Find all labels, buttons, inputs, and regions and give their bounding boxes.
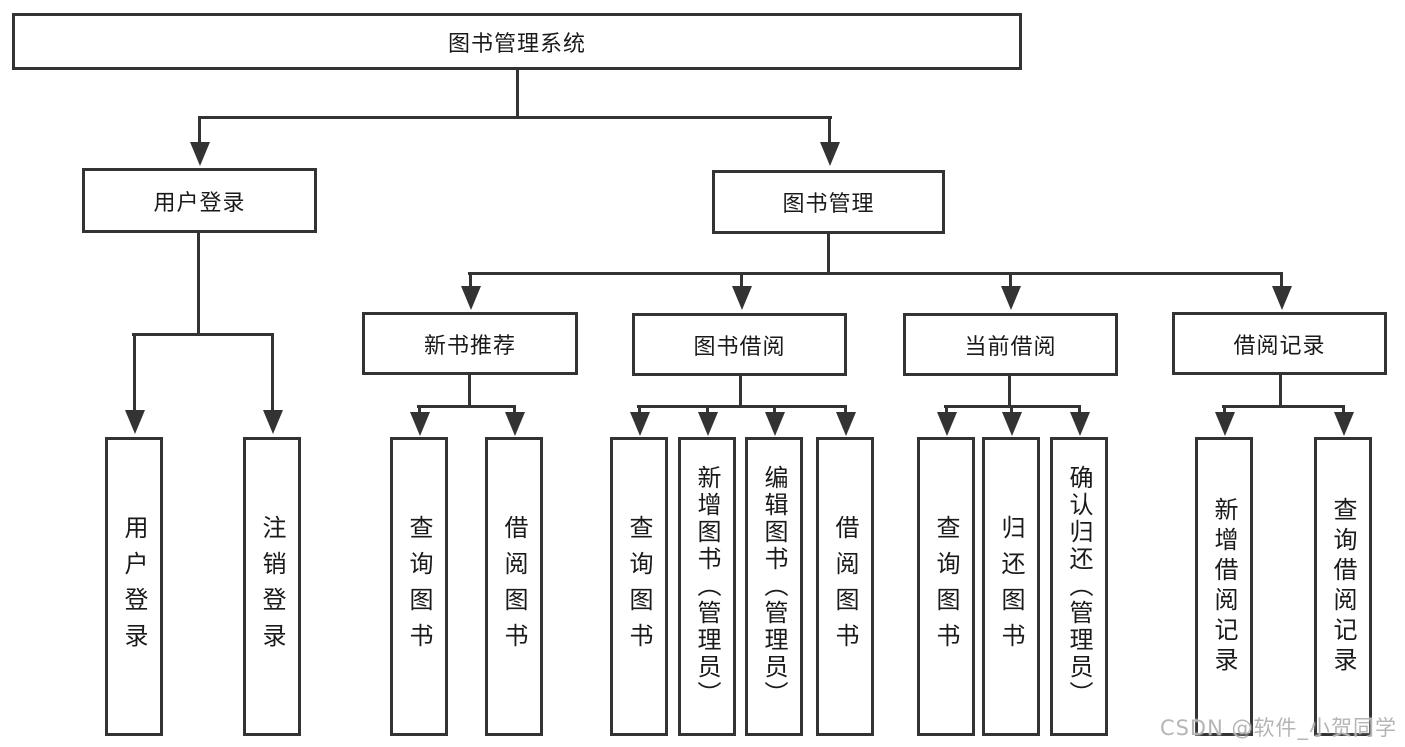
connector-user-login-drop xyxy=(197,231,200,335)
arrow-to-leaf-logout xyxy=(271,333,274,411)
node-new-book-recommend: 新书推荐 xyxy=(362,312,578,375)
leaf-query-books-3-label: 查询图书 xyxy=(932,514,960,659)
connector-book-borrow-drop xyxy=(739,374,742,408)
arrow-to-leaf-add-borrow-record xyxy=(1223,405,1226,413)
connector-book-management-rail xyxy=(468,272,1283,275)
node-new-book-recommend-label: 新书推荐 xyxy=(423,333,516,359)
leaf-confirm-return-admin-label: 确认归还（管理员） xyxy=(1065,465,1093,708)
arrow-to-leaf-confirm-return xyxy=(1078,405,1081,413)
node-borrow-records: 借阅记录 xyxy=(1172,312,1387,375)
leaf-logout: 注销登录 xyxy=(243,437,301,736)
arrow-to-current-borrow xyxy=(1009,272,1012,287)
connector-root-drop xyxy=(516,68,519,119)
arrow-to-book-management xyxy=(828,116,831,143)
connector-book-management-drop xyxy=(827,232,830,275)
arrow-to-leaf-query-books-1 xyxy=(418,405,421,413)
connector-user-login-rail xyxy=(132,333,274,336)
connector-book-borrow-rail xyxy=(637,405,847,408)
node-borrow-records-label: 借阅记录 xyxy=(1233,333,1326,359)
leaf-borrow-books-1: 借阅图书 xyxy=(485,437,543,736)
arrow-to-borrow-records xyxy=(1280,272,1283,287)
node-user-login: 用户登录 xyxy=(82,168,317,233)
leaf-add-book-admin: 新增图书（管理员） xyxy=(678,437,736,736)
leaf-borrow-books-1-label: 借阅图书 xyxy=(500,514,528,659)
leaf-query-books-2-label: 查询图书 xyxy=(625,514,653,659)
csdn-watermark: CSDN @软件_小贺同学 xyxy=(1159,716,1397,740)
connector-root-rail xyxy=(198,116,832,119)
node-book-management-label: 图书管理 xyxy=(782,192,875,217)
leaf-edit-book-admin: 编辑图书（管理员） xyxy=(745,437,803,736)
connector-borrow-records-drop xyxy=(1279,373,1282,408)
leaf-confirm-return-admin: 确认归还（管理员） xyxy=(1050,437,1108,736)
node-user-login-label: 用户登录 xyxy=(153,190,246,216)
arrow-to-leaf-query-borrow-record xyxy=(1342,405,1345,413)
arrow-to-new-book-recommend xyxy=(469,272,472,287)
leaf-query-books-1-label: 查询图书 xyxy=(405,514,433,659)
leaf-query-books-2: 查询图书 xyxy=(610,437,668,736)
leaf-add-borrow-record: 新增借阅记录 xyxy=(1195,437,1253,736)
arrow-to-leaf-borrow-books-2 xyxy=(844,405,847,413)
leaf-query-borrow-record: 查询借阅记录 xyxy=(1314,437,1372,736)
leaf-query-books-1: 查询图书 xyxy=(390,437,448,736)
leaf-logout-label: 注销登录 xyxy=(258,514,286,659)
leaf-user-login: 用户登录 xyxy=(105,437,163,736)
arrow-to-leaf-return-book xyxy=(1010,405,1013,413)
arrow-to-leaf-query-books-2 xyxy=(638,405,641,413)
leaf-edit-book-admin-label: 编辑图书（管理员） xyxy=(760,465,788,708)
leaf-borrow-books-2: 借阅图书 xyxy=(816,437,874,736)
leaf-query-borrow-record-label: 查询借阅记录 xyxy=(1329,496,1357,677)
node-root-label: 图书管理系统 xyxy=(447,31,586,57)
node-current-borrow: 当前借阅 xyxy=(903,313,1118,376)
leaf-add-borrow-record-label: 新增借阅记录 xyxy=(1210,496,1238,677)
arrow-to-book-borrow xyxy=(740,272,743,287)
node-current-borrow-label: 当前借阅 xyxy=(964,334,1057,360)
arrow-to-leaf-query-books-3 xyxy=(945,405,948,413)
leaf-return-book-label: 归还图书 xyxy=(997,514,1025,659)
node-book-borrow: 图书借阅 xyxy=(632,313,847,376)
leaf-borrow-books-2-label: 借阅图书 xyxy=(831,514,859,659)
leaf-return-book: 归还图书 xyxy=(982,437,1040,736)
connector-new-book-recommend-drop xyxy=(468,373,471,408)
leaf-add-book-admin-label: 新增图书（管理员） xyxy=(693,465,721,708)
arrow-to-leaf-edit-book xyxy=(773,405,776,413)
arrow-to-leaf-borrow-books-1 xyxy=(513,405,516,413)
node-book-management: 图书管理 xyxy=(712,170,945,234)
arrow-to-user-login xyxy=(198,116,201,143)
connector-borrow-records-rail xyxy=(1222,405,1345,408)
leaf-query-books-3: 查询图书 xyxy=(917,437,975,736)
connector-current-borrow-drop xyxy=(1008,374,1011,408)
arrow-to-leaf-user-login xyxy=(133,333,136,411)
leaf-user-login-label: 用户登录 xyxy=(120,514,148,659)
node-root: 图书管理系统 xyxy=(12,13,1022,70)
connector-new-book-recommend-rail xyxy=(417,405,516,408)
arrow-to-leaf-add-book xyxy=(706,405,709,413)
node-book-borrow-label: 图书借阅 xyxy=(693,334,786,360)
